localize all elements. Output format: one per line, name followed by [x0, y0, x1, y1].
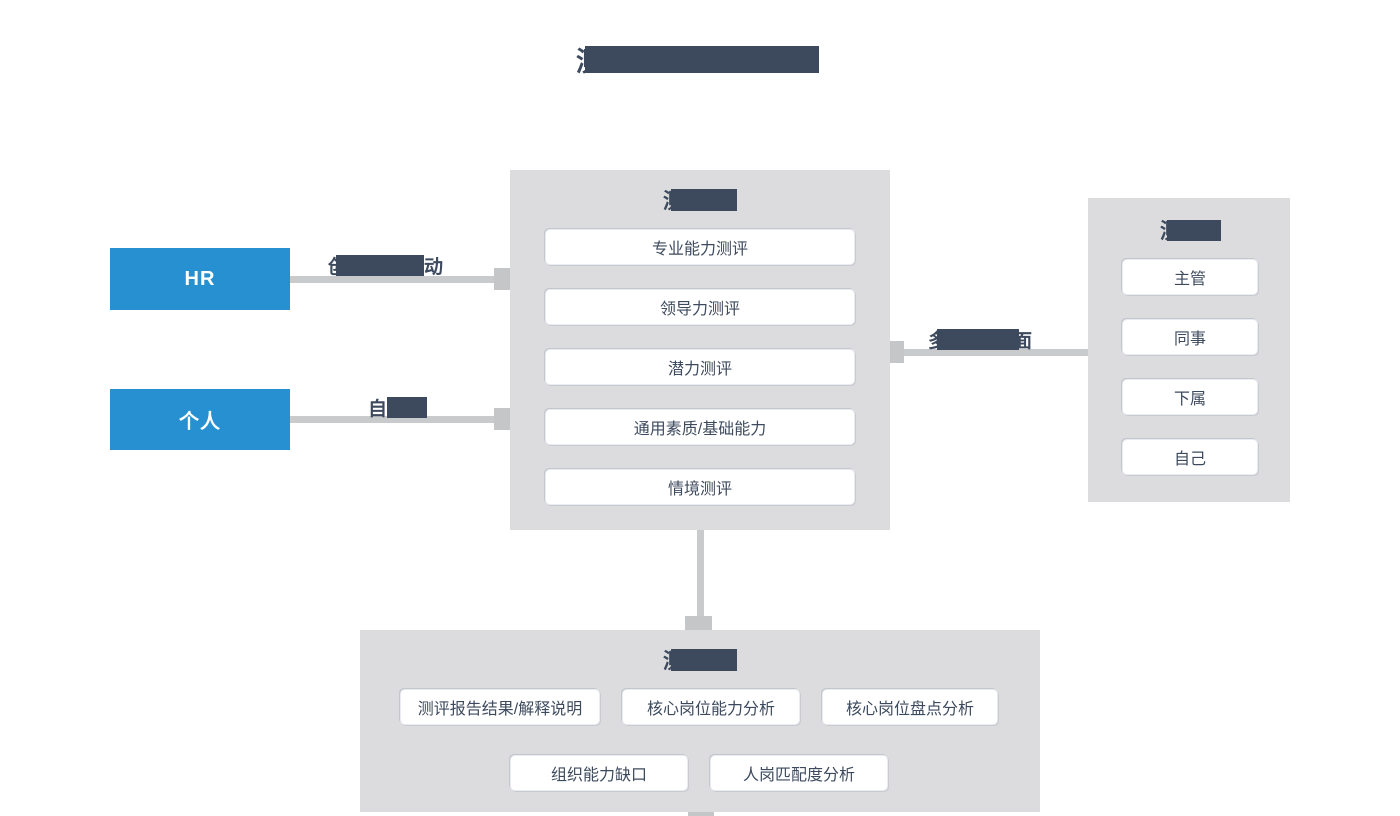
item-label: 通用素质/基础能力: [633, 421, 767, 438]
label-self-redaction-block: [387, 397, 428, 418]
item-key-position-ability: 核心岗位能力分析: [622, 689, 800, 725]
panel-right-header-fragment: 测: [1160, 215, 1167, 245]
item-label: 潜力测评: [667, 361, 732, 378]
label-hr-left-fragment: 创: [328, 252, 336, 279]
label-center-to-right: 多 面: [928, 326, 1032, 353]
panel-assessment-content: 测 专业能力测评 领导力测评 潜力测评 通用素质/基础能力 情境测评: [510, 170, 890, 530]
item-label: 主管: [1173, 271, 1206, 288]
item-general-quality: 通用素质/基础能力: [545, 409, 855, 445]
port-person-center: [494, 408, 511, 430]
item-org-capability-gap: 组织能力缺口: [510, 755, 688, 791]
page-title: 测: [576, 40, 819, 79]
item-leadership: 领导力测评: [545, 289, 855, 325]
label-multi-right-fragment: 面: [1019, 331, 1032, 352]
panel-right-header-block: [1167, 219, 1221, 241]
item-label: 核心岗位盘点分析: [845, 701, 974, 718]
port-center-right: [890, 341, 904, 363]
item-label: 情境测评: [667, 481, 732, 498]
item-person-job-match: 人岗匹配度分析: [710, 755, 888, 791]
panel-center-header: 测: [663, 185, 737, 215]
connector-person-to-center: [290, 416, 497, 423]
title-fragment: 测: [576, 40, 585, 79]
connector-center-to-bottom: [697, 530, 704, 630]
item-key-position-inventory: 核心岗位盘点分析: [822, 689, 998, 725]
panel-bottom-header-fragment: 测: [663, 645, 671, 675]
item-report-explanation: 测评报告结果/解释说明: [400, 689, 600, 725]
panel-outputs: 测 测评报告结果/解释说明 核心岗位能力分析 核心岗位盘点分析 组织能力缺口 人…: [360, 630, 1040, 812]
node-person: 个人: [110, 389, 290, 450]
item-label: 同事: [1173, 331, 1206, 348]
panel-center-header-fragment: 测: [663, 185, 671, 215]
item-label: 专业能力测评: [651, 241, 748, 258]
item-self: 自己: [1122, 439, 1258, 475]
item-subordinate: 下属: [1122, 379, 1258, 415]
item-situational: 情境测评: [545, 469, 855, 505]
label-hr-right-fragment: 动: [424, 257, 444, 278]
node-hr: HR: [110, 248, 290, 310]
item-label: 组织能力缺口: [550, 767, 647, 784]
panel-bottom-header: 测: [663, 645, 737, 675]
panel-raters: 测 主管 同事 下属 自己: [1088, 198, 1290, 502]
label-multi-left-fragment: 多: [928, 326, 937, 353]
title-redaction-block: [585, 46, 819, 73]
connector-center-to-right: [903, 349, 1088, 356]
port-hr-center: [494, 268, 511, 290]
item-label: 测评报告结果/解释说明: [417, 701, 583, 718]
item-label: 自己: [1173, 451, 1206, 468]
item-potential: 潜力测评: [545, 349, 855, 385]
panel-bottom-header-block: [671, 649, 737, 671]
item-label: 核心岗位能力分析: [646, 701, 775, 718]
label-hr-to-center: 创 动: [328, 252, 443, 279]
node-hr-label: HR: [184, 267, 216, 290]
item-supervisor: 主管: [1122, 259, 1258, 295]
connector-hr-to-center: [290, 276, 497, 283]
port-center-bottom: [685, 616, 712, 630]
item-label: 下属: [1173, 391, 1206, 408]
item-peer: 同事: [1122, 319, 1258, 355]
item-label: 人岗匹配度分析: [742, 767, 855, 784]
label-multi-redaction-block: [937, 329, 1019, 350]
node-person-label: 个人: [179, 411, 221, 433]
panel-right-header: 测: [1160, 215, 1221, 245]
item-professional-ability: 专业能力测评: [545, 229, 855, 265]
label-self-fragment: 自: [368, 399, 388, 420]
panel-center-header-block: [671, 189, 737, 211]
item-label: 领导力测评: [659, 301, 740, 318]
label-hr-redaction-block: [336, 255, 424, 276]
label-person-to-center: 自: [368, 394, 428, 421]
